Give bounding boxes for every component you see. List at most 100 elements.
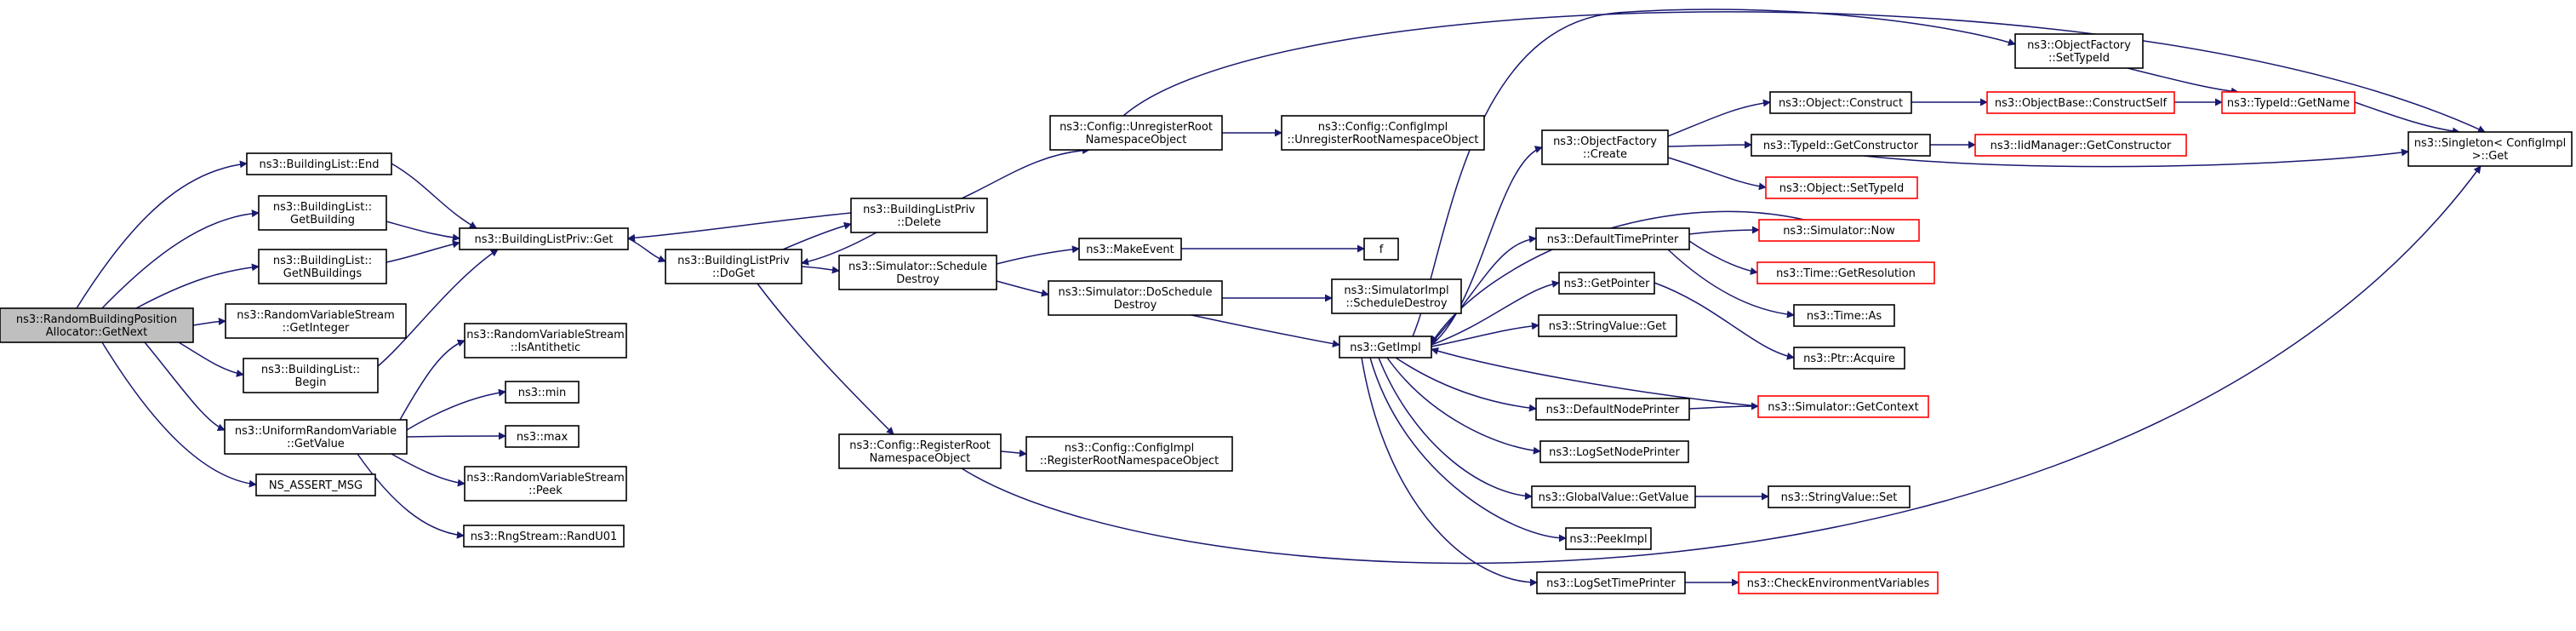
call-edge-root-to-bl-getbuilding — [101, 209, 260, 309]
node-make-event[interactable]: ns3::MakeEvent — [1078, 238, 1182, 261]
node-rng-randu01[interactable]: ns3::RngStream::RandU01 — [463, 525, 625, 548]
node-label: ::GetInteger — [283, 322, 350, 335]
node-typeid-getname[interactable]: ns3::TypeId::GetName — [2221, 91, 2356, 114]
node-singleton-get[interactable]: ns3::Singleton< ConfigImpl >::Get — [2408, 131, 2573, 167]
node-sim-schedule-destroy[interactable]: ns3::Simulator::ScheduleDestroy — [838, 255, 997, 290]
node-root[interactable]: ns3::RandomBuildingPositionAllocator::Ge… — [0, 307, 194, 343]
call-edge-getimpl-to-objfactory-settypeid — [1412, 9, 2016, 337]
node-default-time-printer[interactable]: ns3::DefaultTimePrinter — [1535, 227, 1690, 250]
node-box — [0, 307, 194, 343]
node-cfgimpl-register[interactable]: ns3::Config::ConfigImpl::RegisterRootNam… — [1025, 436, 1233, 472]
node-box — [1751, 134, 1931, 157]
node-label: ns3::Object::Construct — [1779, 97, 1903, 110]
node-default-node-printer[interactable]: ns3::DefaultNodePrinter — [1535, 398, 1690, 421]
node-box — [1986, 91, 2175, 114]
node-getpointer[interactable]: ns3::GetPointer — [1558, 272, 1655, 295]
node-ptr-acquire[interactable]: ns3::Ptr::Acquire — [1793, 347, 1905, 370]
node-rvs-getint[interactable]: ns3::RandomVariableStream::GetInteger — [225, 303, 407, 339]
node-logset-node-printer[interactable]: ns3::LogSetNodePrinter — [1539, 440, 1689, 463]
node-cfg-unregister-root[interactable]: ns3::Config::UnregisterRootNamespaceObje… — [1049, 115, 1223, 151]
node-label: ns3::Config::ConfigImpl — [1318, 121, 1448, 134]
call-edge-getimpl-to-default-node-printer — [1395, 357, 1537, 412]
node-box — [258, 195, 387, 231]
call-edge-root-to-bl-end — [76, 160, 248, 309]
call-edge-urv-getvalue-to-max — [406, 432, 506, 440]
node-label: ns3::TypeId::GetConstructor — [1763, 140, 1919, 152]
node-bl-begin[interactable]: ns3::BuildingList::Begin — [243, 358, 379, 393]
node-box — [464, 323, 627, 359]
node-globalvalue-getvalue[interactable]: ns3::GlobalValue::GetValue — [1531, 485, 1696, 508]
node-urv-getvalue[interactable]: ns3::UniformRandomVariable::GetValue — [224, 419, 408, 455]
node-cfg-register-root[interactable]: ns3::Config::RegisterRootNamespaceObject — [838, 433, 1002, 469]
node-iidmanager-getconstructor[interactable]: ns3::IidManager::GetConstructor — [1974, 134, 2187, 157]
node-rvs-isanti[interactable]: ns3::RandomVariableStream::IsAntithetic — [464, 323, 627, 359]
node-objfactory-settypeid[interactable]: ns3::ObjectFactory::SetTypeId — [2014, 33, 2144, 69]
node-box — [838, 433, 1002, 469]
node-min[interactable]: ns3::min — [505, 381, 580, 404]
node-label: ns3::Time::GetResolution — [1776, 267, 1916, 280]
call-edge-bl-end-to-blp-get — [391, 163, 477, 229]
node-box — [258, 249, 387, 284]
node-box — [838, 255, 997, 290]
node-box — [1531, 485, 1696, 508]
node-label: ::DoGet — [712, 267, 755, 280]
node-simimpl-schedule-destroy[interactable]: ns3::SimulatorImpl::ScheduleDestroy — [1331, 278, 1462, 314]
node-f[interactable]: f — [1363, 238, 1399, 261]
node-object-construct[interactable]: ns3::Object::Construct — [1769, 91, 1912, 114]
node-box — [1049, 115, 1223, 151]
node-box — [1078, 238, 1182, 261]
node-bl-end[interactable]: ns3::BuildingList::End — [246, 152, 392, 175]
node-blp-doget[interactable]: ns3::BuildingListPriv::DoGet — [665, 249, 803, 284]
node-stringvalue-get[interactable]: ns3::StringValue::Get — [1538, 314, 1677, 337]
call-edge-bl-begin-to-blp-get — [377, 249, 499, 367]
call-edge-urv-getvalue-to-rvs-isanti — [399, 339, 466, 421]
node-label: ns3::GetImpl — [1350, 341, 1421, 354]
call-edge-sim-doschedule-destroy-to-getimpl — [1191, 314, 1340, 347]
node-label: ::GetValue — [287, 438, 345, 450]
node-object-settypeid[interactable]: ns3::Object::SetTypeId — [1765, 176, 1918, 199]
node-box — [459, 227, 629, 250]
node-blp-get[interactable]: ns3::BuildingListPriv::Get — [459, 227, 629, 250]
node-peekimpl[interactable]: ns3::PeekImpl — [1565, 527, 1652, 550]
node-box — [1757, 395, 1929, 418]
node-objbase-constructself[interactable]: ns3::ObjectBase::ConstructSelf — [1986, 91, 2175, 114]
node-getimpl[interactable]: ns3::GetImpl — [1339, 336, 1432, 359]
node-label: ::UnregisterRootNamespaceObject — [1288, 134, 1479, 146]
node-check-env[interactable]: ns3::CheckEnvironmentVariables — [1738, 571, 1939, 594]
node-stringvalue-set[interactable]: ns3::StringValue::Set — [1768, 485, 1911, 508]
node-objfactory-create[interactable]: ns3::ObjectFactory::Create — [1541, 129, 1669, 165]
call-edge-blp-delete-to-cfg-unregister-root — [961, 146, 1090, 199]
node-label: ::Create — [1583, 148, 1627, 161]
node-logset-time-printer[interactable]: ns3::LogSetTimePrinter — [1536, 571, 1686, 594]
node-bl-getn[interactable]: ns3::BuildingList::GetNBuildings — [258, 249, 387, 284]
node-label: ns3::GlobalValue::GetValue — [1539, 491, 1689, 504]
node-label: ns3::BuildingListPriv — [677, 255, 790, 267]
node-time-getresolution[interactable]: ns3::Time::GetResolution — [1756, 261, 1935, 284]
node-label: ns3::Ptr::Acquire — [1803, 353, 1895, 365]
node-box — [1281, 115, 1485, 151]
node-typeid-getconstructor[interactable]: ns3::TypeId::GetConstructor — [1751, 134, 1931, 157]
node-sim-now[interactable]: ns3::Simulator::Now — [1758, 219, 1920, 242]
node-box — [1974, 134, 2187, 157]
node-label: ns3::StringValue::Get — [1549, 320, 1666, 333]
node-time-as[interactable]: ns3::Time::As — [1793, 304, 1895, 327]
node-box — [1541, 129, 1669, 165]
node-max[interactable]: ns3::max — [505, 425, 580, 448]
node-cfgimpl-unregister[interactable]: ns3::Config::ConfigImpl::UnregisterRootN… — [1281, 115, 1485, 151]
node-label: ns3::BuildingList:: — [273, 201, 372, 214]
call-edge-getimpl-to-peekimpl — [1369, 357, 1567, 542]
call-edge-sim-schedule-destroy-to-sim-doschedule-destroy — [996, 280, 1049, 297]
node-blp-delete[interactable]: ns3::BuildingListPriv::Delete — [850, 198, 988, 233]
node-label: ns3::Simulator::Now — [1783, 225, 1895, 238]
node-bl-getbuilding[interactable]: ns3::BuildingList::GetBuilding — [258, 195, 387, 231]
node-ns-assert[interactable]: NS_ASSERT_MSG — [255, 473, 376, 496]
node-label: ns3::Simulator::DoSchedule — [1058, 286, 1212, 299]
node-rvs-peek[interactable]: ns3::RandomVariableStream::Peek — [464, 466, 627, 502]
node-box — [1756, 261, 1935, 284]
node-label: ns3::SimulatorImpl — [1344, 284, 1448, 297]
node-sim-getcontext[interactable]: ns3::Simulator::GetContext — [1757, 395, 1929, 418]
node-label: NS_ASSERT_MSG — [269, 479, 363, 492]
node-label: ns3::Config::RegisterRoot — [849, 439, 991, 452]
